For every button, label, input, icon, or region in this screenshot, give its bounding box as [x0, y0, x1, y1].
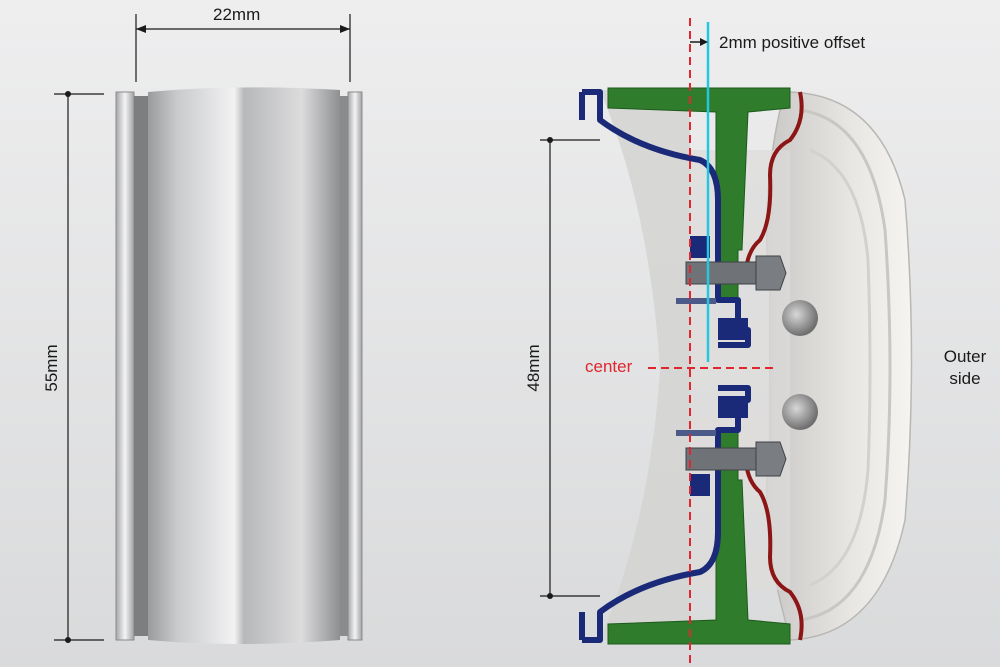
rim-groove-right — [340, 96, 348, 636]
lug-bolt-upper — [782, 300, 818, 336]
height-dimension — [54, 91, 104, 643]
stud-lower — [676, 430, 787, 477]
hub-section-upper — [607, 87, 791, 301]
height-dimension-label: 55mm — [42, 344, 61, 392]
outer-barrel-outline-lower — [744, 461, 804, 641]
rim-lip-left — [115, 91, 135, 641]
inner-barrel-fill — [600, 90, 690, 640]
width-dimension-label: 22mm — [213, 5, 261, 24]
inner-dimension — [540, 137, 600, 599]
wheel-barrel — [148, 87, 340, 644]
outer-side-label-line2: side — [949, 369, 981, 388]
center-label: center — [585, 357, 633, 376]
lug-bolt-lower — [782, 394, 818, 430]
wheel-cross-section — [579, 18, 913, 667]
outer-barrel-outline-upper — [744, 91, 804, 271]
inner-barrel-outline-lower — [582, 385, 751, 643]
wheel-side-view — [115, 87, 363, 644]
inner-dimension-label: 48mm — [524, 344, 543, 392]
rim-lip-right — [347, 91, 363, 641]
offset-label: 2mm positive offset — [719, 33, 866, 52]
width-dimension — [135, 14, 351, 82]
hub-section-lower — [607, 429, 791, 645]
outer-side-label-line1: Outer — [943, 347, 987, 366]
offset-arrow — [690, 38, 708, 46]
rim-groove-left — [134, 96, 148, 636]
